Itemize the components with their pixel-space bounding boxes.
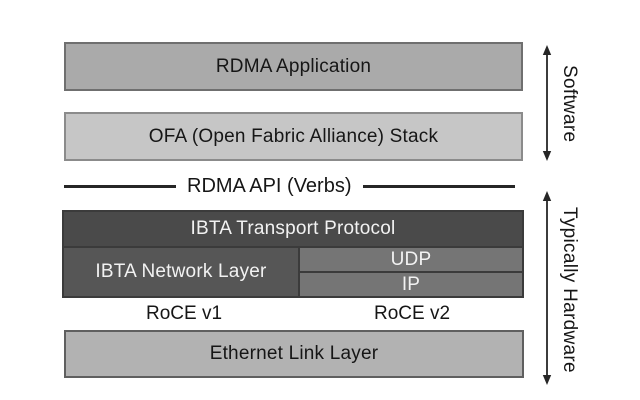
layer-udp-label: UDP bbox=[390, 248, 432, 270]
layer-ip-label: IP bbox=[401, 273, 421, 295]
layer-ofa-stack: OFA (Open Fabric Alliance) Stack bbox=[64, 112, 523, 161]
layer-rdma-application: RDMA Application bbox=[64, 42, 523, 91]
layer-ibta-transport: IBTA Transport Protocol bbox=[64, 212, 522, 246]
divider-line-right bbox=[362, 184, 515, 188]
hardware-protocol-stack: IBTA Transport Protocol IBTA Network Lay… bbox=[62, 210, 524, 298]
hardware-range-double-arrow-icon bbox=[542, 191, 552, 385]
divider-line-left bbox=[64, 184, 176, 188]
hardware-side-label-text: Typically Hardware bbox=[559, 207, 580, 373]
rdma-api-label: RDMA API (Verbs) bbox=[187, 174, 352, 197]
roce-v1-label: RoCE v1 bbox=[64, 301, 304, 327]
layer-ibta-transport-label: IBTA Transport Protocol bbox=[190, 218, 396, 239]
layer-ibta-network-label: IBTA Network Layer bbox=[95, 261, 267, 282]
hardware-side-label: Typically Hardware bbox=[558, 189, 580, 391]
software-side-label: Software bbox=[558, 44, 580, 164]
stack-bottom-row: IBTA Network Layer UDP IP bbox=[64, 248, 522, 296]
software-side-label-text: Software bbox=[559, 65, 580, 143]
roce-v2-text: RoCE v2 bbox=[373, 303, 451, 324]
udp-ip-column: UDP IP bbox=[300, 248, 522, 296]
layer-ofa-stack-label: OFA (Open Fabric Alliance) Stack bbox=[148, 125, 439, 147]
software-range-double-arrow-icon bbox=[542, 45, 552, 161]
layer-rdma-application-label: RDMA Application bbox=[215, 55, 372, 77]
layer-ethernet-link-label: Ethernet Link Layer bbox=[209, 343, 379, 364]
layer-ip: IP bbox=[300, 273, 522, 296]
rdma-api-divider: RDMA API (Verbs) bbox=[64, 174, 515, 198]
layer-ethernet-link: Ethernet Link Layer bbox=[64, 330, 524, 378]
roce-v2-label: RoCE v2 bbox=[300, 301, 524, 327]
roce-v1-text: RoCE v1 bbox=[145, 303, 223, 324]
layer-udp: UDP bbox=[300, 248, 522, 271]
layer-ibta-network: IBTA Network Layer bbox=[64, 248, 298, 296]
